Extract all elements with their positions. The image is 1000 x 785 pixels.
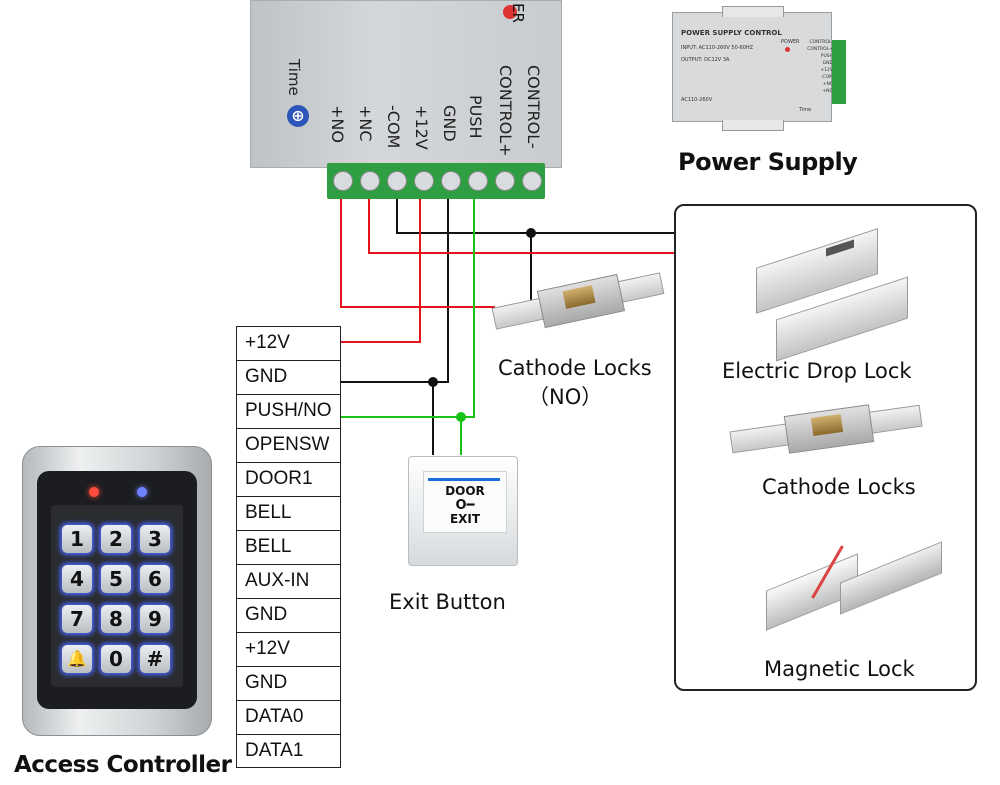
cathode-locks-label: Cathode Locks — [762, 475, 916, 499]
key-6[interactable]: 6 — [140, 565, 170, 593]
exit-button-label: Exit Button — [389, 590, 506, 614]
exit-button-door-text: DOOR — [445, 484, 485, 498]
mini-psu-pin-list: CONTROL- CONTROL+ PUSH GND +12V -COM +NC… — [799, 39, 833, 95]
mini-psu-ac: AC110-260V — [681, 97, 713, 103]
terminal-cell: OPENSW — [237, 428, 341, 460]
screw-icon — [468, 171, 488, 191]
bell-key-icon[interactable]: 🔔 — [62, 645, 92, 673]
mini-psu-pin: +NO — [822, 89, 833, 94]
psu-led — [503, 5, 517, 19]
junction-dot — [428, 377, 438, 387]
mini-psu-pin: PUSH — [820, 54, 833, 59]
psu-time-knob-icon: ⊕ — [287, 105, 309, 127]
mini-psu-input: INPUT: AC110-260V 50-60HZ — [681, 45, 754, 51]
terminal-cell: DOOR1 — [237, 462, 341, 494]
wire-nc — [368, 199, 676, 254]
power-supply-box: ER Time ⊕ CONTROL- CONTROL+ PUSH GND +12… — [250, 0, 562, 168]
terminal-cell: BELL — [237, 530, 341, 562]
terminal-cell: AUX-IN — [237, 564, 341, 596]
mini-psu-terminal-block — [832, 40, 846, 104]
cathode-lock-image — [729, 402, 923, 462]
wire-gnd — [340, 199, 449, 383]
magnetic-lock-label: Magnetic Lock — [764, 657, 915, 681]
mini-psu-tab — [722, 120, 784, 131]
keypad-face: 1 2 3 4 5 6 7 8 9 🔔 0 # — [51, 505, 183, 687]
exit-button-exit-text: EXIT — [449, 512, 481, 526]
psu-terminal-block — [327, 163, 545, 199]
key-4[interactable]: 4 — [62, 565, 92, 593]
screw-icon — [414, 171, 434, 191]
mini-psu-title: POWER SUPPLY CONTROL — [681, 29, 782, 37]
mini-psu-pin: +NC — [822, 82, 833, 87]
key-3[interactable]: 3 — [140, 525, 170, 553]
cathode-locks-no-label: Cathode Locks — [498, 356, 652, 380]
keypad-panel: 1 2 3 4 5 6 7 8 9 🔔 0 # — [37, 471, 197, 709]
lock-options-panel: Electric Drop Lock Cathode Locks Magneti… — [674, 204, 977, 691]
screw-icon — [360, 171, 380, 191]
no-tag: （NO） — [528, 385, 603, 409]
electric-drop-lock-image — [746, 226, 916, 362]
terminal-cell: GND — [237, 666, 341, 698]
electric-drop-lock-label: Electric Drop Lock — [722, 359, 912, 383]
access-controller-label: Access Controller — [14, 752, 232, 778]
status-led-red — [89, 487, 99, 497]
key-1[interactable]: 1 — [62, 525, 92, 553]
mini-psu-pin: -COM — [820, 75, 833, 80]
wire-no — [340, 199, 495, 308]
terminal-cell: GND — [237, 360, 341, 392]
junction-dot — [526, 228, 536, 238]
terminal-cell: GND — [237, 598, 341, 630]
mini-psu-time: Time — [799, 107, 812, 113]
exit-button: DOOR O━ EXIT — [408, 456, 518, 566]
mini-power-supply: POWER SUPPLY CONTROL POWER INPUT: AC110-… — [672, 12, 833, 122]
screw-icon — [387, 171, 407, 191]
key-7[interactable]: 7 — [62, 605, 92, 633]
mini-psu-power: POWER — [781, 39, 800, 45]
key-9[interactable]: 9 — [140, 605, 170, 633]
mini-psu-tab — [722, 6, 784, 17]
terminal-cell: BELL — [237, 496, 341, 528]
key-icon: O━ — [455, 498, 475, 513]
screw-icon — [495, 171, 515, 191]
power-supply-label: Power Supply — [678, 148, 858, 176]
exit-button-face: DOOR O━ EXIT — [423, 471, 507, 533]
terminal-cell: DATA1 — [237, 734, 341, 766]
wire-com — [396, 199, 676, 234]
wire-push — [340, 199, 475, 418]
mini-psu-output: OUTPUT: DC12V 3A — [681, 57, 730, 63]
status-led-blue — [137, 487, 147, 497]
mini-psu-pin: CONTROL+ — [807, 47, 833, 52]
magnetic-lock-image — [766, 541, 946, 642]
key-5[interactable]: 5 — [101, 565, 131, 593]
key-hash[interactable]: # — [140, 645, 170, 673]
mini-psu-pin: CONTROL- — [809, 40, 833, 45]
cathode-lock-no-image — [491, 272, 665, 332]
mini-psu-pin: GND — [822, 61, 833, 66]
key-2[interactable]: 2 — [101, 525, 131, 553]
terminal-cell: +12V — [237, 632, 341, 664]
terminal-cell: PUSH/NO — [237, 394, 341, 426]
mini-psu-led — [785, 47, 790, 52]
key-0[interactable]: 0 — [101, 645, 131, 673]
screw-icon — [333, 171, 353, 191]
junction-dot — [456, 412, 466, 422]
access-controller-device: 1 2 3 4 5 6 7 8 9 🔔 0 # — [22, 446, 212, 736]
screw-icon — [522, 171, 542, 191]
screw-icon — [441, 171, 461, 191]
terminal-cell: +12V — [237, 326, 341, 358]
controller-terminal-table: +12V GND PUSH/NO OPENSW DOOR1 BELL BELL … — [236, 326, 341, 768]
wire-12v — [340, 199, 421, 343]
mini-psu-pin: +12V — [820, 68, 833, 73]
key-8[interactable]: 8 — [101, 605, 131, 633]
terminal-cell: DATA0 — [237, 700, 341, 732]
